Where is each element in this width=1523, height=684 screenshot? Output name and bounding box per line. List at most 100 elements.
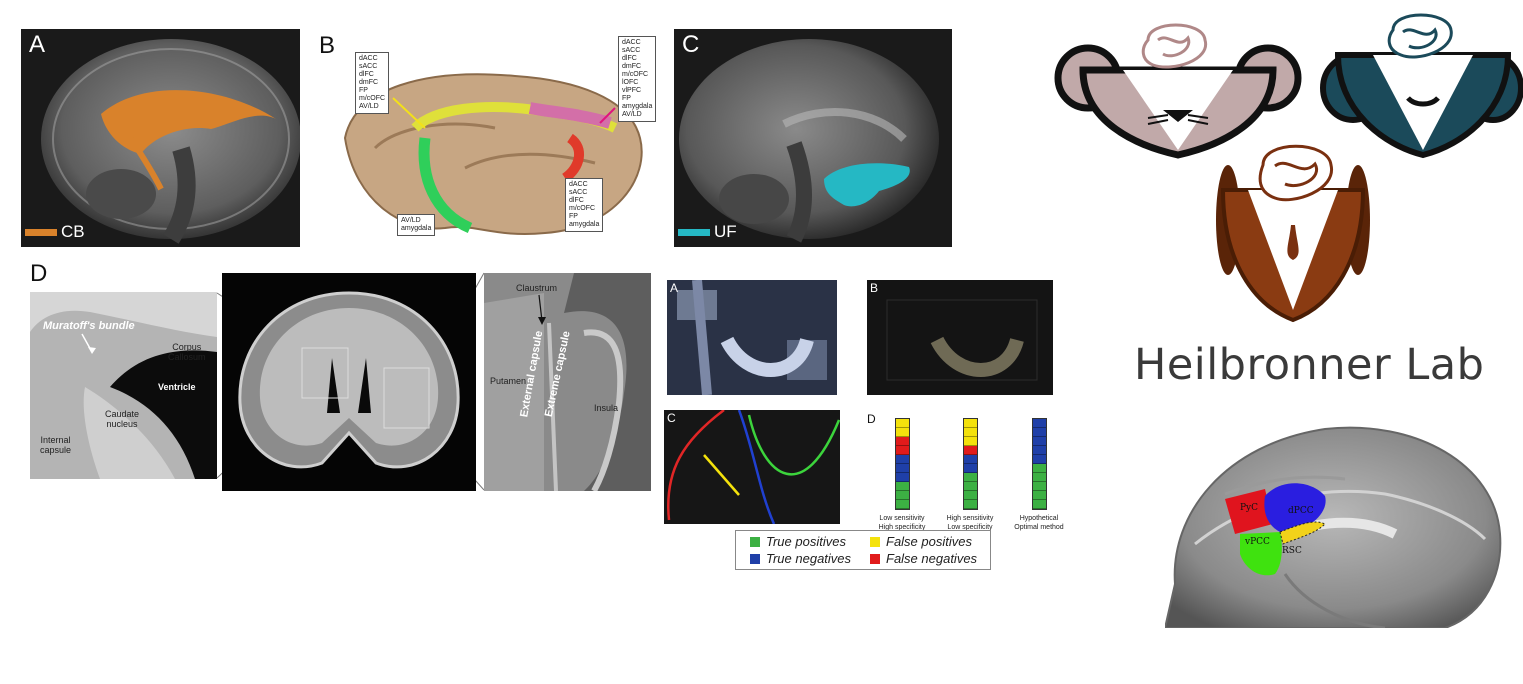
panel-c-brain-image [674,29,952,247]
insula-label: Insula [594,403,619,413]
cb-legend: CB [25,222,85,242]
panel-d-letter: D [30,260,48,287]
methods-c: C [664,410,840,524]
bar-segment [896,428,909,437]
panel-d-right-zoom: Claustrum Extreme capsule External capsu… [484,273,651,491]
methods-legend: True positives False positives True nega… [735,530,991,570]
bar-segment [1033,455,1046,464]
ventricle-shape [110,350,217,479]
panel-a-brain-image [21,29,300,247]
methods-c-image [664,410,840,524]
vpcc-label-page: vPCC [1245,537,1270,547]
claustrum-label: Claustrum [516,283,558,293]
legend-true-negatives-swatch [750,553,760,564]
monkey-icon [1216,144,1370,323]
panel-a-letter: A [29,31,46,58]
bar-segment [1033,446,1046,455]
uf-legend: UF [678,222,737,242]
bar-segment [896,419,909,428]
panel-c-letter: C [682,31,700,58]
bar-segment [896,473,909,482]
bar-segment [964,482,977,491]
uf-label: UF [714,222,737,241]
bar-segment [1033,482,1046,491]
legend-true-negatives: True negatives [750,551,851,566]
muratoff-arrow [81,333,96,354]
bar-segment [964,464,977,473]
panel-d-right-image [484,273,651,491]
panel-d-coronal-image [222,273,476,491]
methods-a-letter: A [670,281,679,295]
bar-segment [896,491,909,500]
bar-segment [896,446,909,455]
panel-c-mri: C UF [674,29,952,247]
bar-segment [1033,428,1046,437]
panel-a-mri: A CB [21,29,300,247]
pyc-label-page: PyC [1240,503,1259,513]
muratoff-label: Muratoff's bundle [43,320,135,332]
pyc-region [1225,489,1273,534]
bar-segment [964,428,977,437]
bar-segment [964,491,977,500]
panel-b-label-bottom-right: dACC sACC dlFC m/cOFC FP amygdala [565,178,604,232]
panel-d-left-image [30,292,217,479]
rat-icon [1054,23,1302,159]
legend-true-negatives-label: True negatives [766,551,852,566]
bar-segment [964,419,977,428]
bar-segment [1033,473,1046,482]
legend-false-positives-label: False positives [886,534,972,549]
bar-segment [964,437,977,446]
methods-b: B [867,280,1053,395]
bar-segment [896,464,909,473]
putamen-label: Putamen [490,376,527,386]
bar-segment [1033,419,1046,428]
pink-tract [528,102,612,129]
legend-false-positives-swatch [870,536,880,547]
cb-swatch [25,228,57,236]
caudate-label: Caudate nucleus [105,409,140,429]
lab-title: Heilbronner Lab [1134,340,1485,390]
uf-swatch [678,228,710,236]
methods-b-image [867,280,1053,395]
legend-true-positives-label: True positives [766,534,846,549]
bar-segment [1033,437,1046,446]
corpus-label: Corpus Callosum [168,342,206,362]
bar-segment [1033,491,1046,500]
legend-false-negatives: False negatives [870,551,977,566]
bar-segment [964,500,977,509]
panel-b-label-right: dACC sACC dlFC dmFC m/cOFC lOFC vlPFC FP… [618,36,657,122]
rsc-region [1279,521,1326,545]
bar-caption: Hypothetical Optimal method [1014,515,1064,531]
legend-true-positives-swatch [750,536,760,547]
vpcc-region [1240,532,1282,576]
stacked-bar [895,418,910,510]
methods-a: A [667,280,837,395]
bar-segment [896,437,909,446]
bar-segment [964,455,977,464]
bar-caption: High sensitivity Low specificity [946,515,994,531]
panel-b-letter: B [319,32,336,59]
uf-tract [824,163,910,207]
bar-segment [896,500,909,509]
panel-d-left-zoom: Muratoff's bundle Corpus Callosum Ventri… [30,292,217,479]
bar-segment [1033,500,1046,509]
ventricle-label: Ventricle [158,382,196,392]
cb-label: CB [61,222,85,241]
bar-segment [964,446,977,455]
stacked-bar [1032,418,1047,510]
pcc-brain-image [1165,426,1502,628]
bar-segment [896,482,909,491]
cb-tract [101,90,276,154]
panel-b-label-left: dACC sACC dlFC dmFC FP m/cOFC AV/LD [355,52,390,114]
panel-b-label-bottom-left: AV/LD amygdala [397,214,436,236]
dpcc-label-page: dPCC [1288,506,1314,516]
green-tract [418,137,473,234]
panel-b: B dACC sACC dlFC dmFC FP m/cOFC AV/LD dA… [315,28,665,248]
stacked-bar [963,418,978,510]
internal-capsule-label: Internal capsule [40,435,72,455]
lab-logo-animals [1054,13,1523,323]
legend-false-negatives-swatch [870,553,880,564]
methods-c-letter: C [667,411,676,425]
red-tract [561,133,584,183]
